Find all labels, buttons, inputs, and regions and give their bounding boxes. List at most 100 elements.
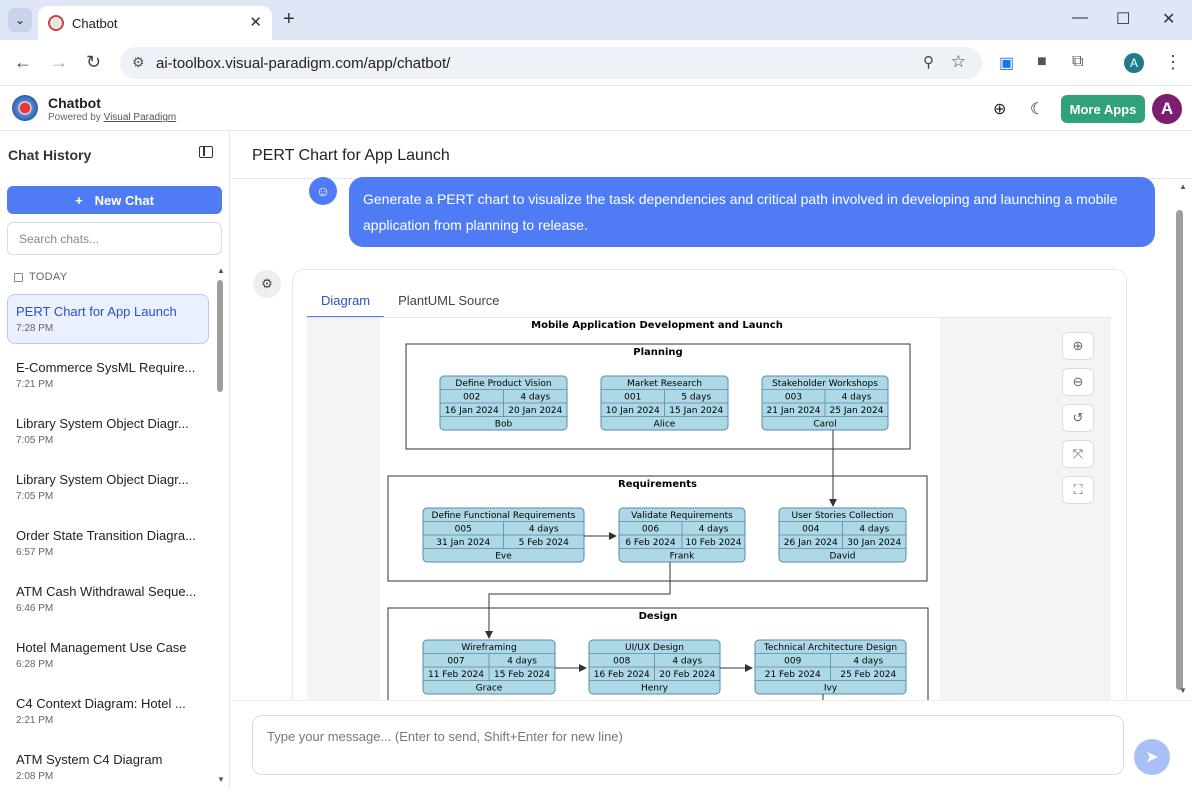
- minimize-icon[interactable]: —: [1072, 9, 1088, 26]
- chat-item-active[interactable]: PERT Chart for App Launch 7:28 PM: [7, 294, 209, 344]
- task-name: Stakeholder Workshops: [772, 379, 878, 389]
- bookmark-star-icon[interactable]: ☆: [950, 52, 966, 71]
- send-icon[interactable]: ➤: [1134, 739, 1170, 775]
- sidebar-scrollbar[interactable]: [216, 280, 224, 785]
- forward-icon[interactable]: →: [50, 52, 68, 72]
- plus-icon: +: [75, 192, 83, 208]
- task-owner: Frank: [670, 552, 695, 562]
- chat-scroll-down-icon[interactable]: ▼: [1179, 686, 1187, 695]
- response-tabs: Diagram PlantUML Source: [307, 288, 514, 318]
- chat-item[interactable]: ATM Cash Withdrawal Seque... 6:46 PM: [7, 574, 209, 630]
- profile-avatar[interactable]: A: [1124, 53, 1144, 73]
- chat-item[interactable]: Hotel Management Use Case 6:28 PM: [7, 630, 209, 686]
- zoom-icon[interactable]: ⚲: [923, 54, 934, 71]
- diagram-canvas[interactable]: Mobile Application Development and Launc…: [307, 317, 1111, 708]
- task-id: 008: [613, 657, 630, 667]
- tab-plantuml-source[interactable]: PlantUML Source: [398, 293, 500, 308]
- task-end: 15 Feb 2024: [494, 670, 550, 680]
- task-start: 21 Feb 2024: [765, 670, 821, 680]
- fit-to-screen-icon[interactable]: ⤧: [1062, 440, 1094, 468]
- search-chats-input[interactable]: [7, 222, 222, 255]
- task-duration: 4 days: [699, 525, 729, 535]
- tab-search-button[interactable]: ⌄: [8, 8, 32, 32]
- close-window-icon[interactable]: ✕: [1162, 11, 1176, 28]
- site-info-icon[interactable]: ⚙: [132, 54, 145, 70]
- chat-item[interactable]: Order State Transition Diagra... 6:57 PM: [7, 518, 209, 574]
- zoom-out-icon[interactable]: ⊖: [1062, 368, 1094, 396]
- powered-prefix: Powered by: [48, 112, 101, 123]
- chat-history-sidebar: Chat History + New Chat TODAY PERT Chart…: [0, 132, 230, 788]
- chat-item[interactable]: E-Commerce SysML Require... 7:21 PM: [7, 350, 209, 406]
- task-duration: 4 days: [529, 525, 559, 535]
- sidebar-title: Chat History: [8, 147, 92, 163]
- section-today: TODAY: [14, 271, 67, 283]
- task-owner: Henry: [641, 684, 669, 694]
- sidebar-scroll-up-icon[interactable]: ▲: [217, 266, 225, 275]
- browser-menu-icon[interactable]: ⋮: [1164, 52, 1182, 72]
- task-duration: 4 days: [520, 393, 550, 403]
- sidebar-scroll-down-icon[interactable]: ▼: [217, 775, 225, 784]
- chat-item[interactable]: Library System Object Diagr... 7:05 PM: [7, 462, 209, 518]
- task-owner: Ivy: [824, 684, 838, 694]
- tab-diagram[interactable]: Diagram: [307, 288, 385, 318]
- close-tab-icon[interactable]: ✕: [249, 14, 262, 31]
- new-tab-button[interactable]: +: [283, 8, 295, 30]
- browser-tab-bar: ⌄ Chatbot ✕ + — ☐ ✕: [0, 0, 1192, 40]
- message-input[interactable]: [252, 715, 1124, 775]
- browser-tab[interactable]: Chatbot ✕: [38, 6, 272, 40]
- tab-title: Chatbot: [72, 15, 118, 31]
- task-name: Market Research: [627, 379, 702, 389]
- chat-item-title: Hotel Management Use Case: [16, 640, 187, 655]
- powered-link[interactable]: Visual Paradigm: [103, 112, 177, 123]
- task-id: 007: [447, 657, 464, 667]
- dependency-arrow: [485, 562, 671, 639]
- url-field[interactable]: ⚙ ai-toolbox.visual-paradigm.com/app/cha…: [120, 47, 982, 79]
- chat-scrollbar-thumb[interactable]: [1176, 210, 1183, 690]
- back-icon[interactable]: ←: [14, 52, 32, 72]
- extensions-puzzle-icon[interactable]: ⧉: [1072, 53, 1084, 70]
- visual-paradigm-logo-icon: [12, 95, 38, 121]
- chat-item[interactable]: Library System Object Diagr... 7:05 PM: [7, 406, 209, 462]
- more-apps-button[interactable]: More Apps: [1061, 95, 1145, 123]
- reset-view-icon[interactable]: ↺: [1062, 404, 1094, 432]
- url-text: ai-toolbox.visual-paradigm.com/app/chatb…: [156, 54, 451, 72]
- sidebar-scrollbar-thumb[interactable]: [217, 280, 223, 392]
- task-start: 16 Jan 2024: [445, 406, 499, 416]
- task-duration: 4 days: [859, 525, 889, 535]
- chat-item-title: PERT Chart for App Launch: [16, 304, 177, 319]
- chat-item-time: 2:08 PM: [16, 771, 54, 782]
- zoom-in-icon[interactable]: ⊕: [1062, 332, 1094, 360]
- app-name: Chatbot: [48, 95, 101, 111]
- reload-icon[interactable]: ↻: [86, 52, 102, 72]
- chat-item[interactable]: ATM System C4 Diagram 2:08 PM: [7, 742, 209, 798]
- task-start: 10 Jan 2024: [606, 406, 660, 416]
- chat-item[interactable]: C4 Context Diagram: Hotel ... 2:21 PM: [7, 686, 209, 742]
- task-name: Define Functional Requirements: [432, 511, 576, 521]
- dark-mode-moon-icon[interactable]: ☾: [1030, 101, 1045, 118]
- powered-by: Powered by Visual Paradigm: [48, 112, 176, 123]
- extension-chat-icon[interactable]: ■: [1037, 53, 1047, 70]
- new-chat-button[interactable]: + New Chat: [7, 186, 222, 214]
- chat-scrollbar[interactable]: [1174, 182, 1184, 702]
- chat-item-time: 7:28 PM: [16, 323, 54, 334]
- task-id: 002: [463, 393, 480, 403]
- diagram-title: Mobile Application Development and Launc…: [531, 320, 783, 331]
- task-start: 11 Feb 2024: [428, 670, 484, 680]
- section-label: TODAY: [29, 271, 68, 283]
- task-owner: Grace: [476, 684, 503, 694]
- user-avatar[interactable]: A: [1152, 94, 1182, 124]
- address-bar-row: ← → ↻ ⚙ ai-toolbox.visual-paradigm.com/a…: [0, 40, 1192, 86]
- chat-scroll-up-icon[interactable]: ▲: [1179, 182, 1187, 191]
- task-duration: 5 days: [681, 393, 711, 403]
- maximize-icon[interactable]: ☐: [1116, 11, 1131, 28]
- task-start: 6 Feb 2024: [625, 538, 676, 548]
- task-end: 15 Jan 2024: [669, 406, 723, 416]
- task-duration: 4 days: [672, 657, 702, 667]
- sidebar-toggle-icon[interactable]: [199, 146, 213, 158]
- assistant-response-card: Diagram PlantUML Source Mobile Applicati…: [292, 269, 1127, 709]
- extension-doc-icon[interactable]: ▣: [999, 55, 1015, 72]
- chat-main: PERT Chart for App Launch ☺ Generate a P…: [231, 132, 1192, 788]
- fullscreen-icon[interactable]: ⛶: [1062, 476, 1094, 504]
- globe-icon[interactable]: ⊕: [993, 101, 1007, 118]
- pert-diagram-svg: Mobile Application Development and Launc…: [380, 318, 940, 708]
